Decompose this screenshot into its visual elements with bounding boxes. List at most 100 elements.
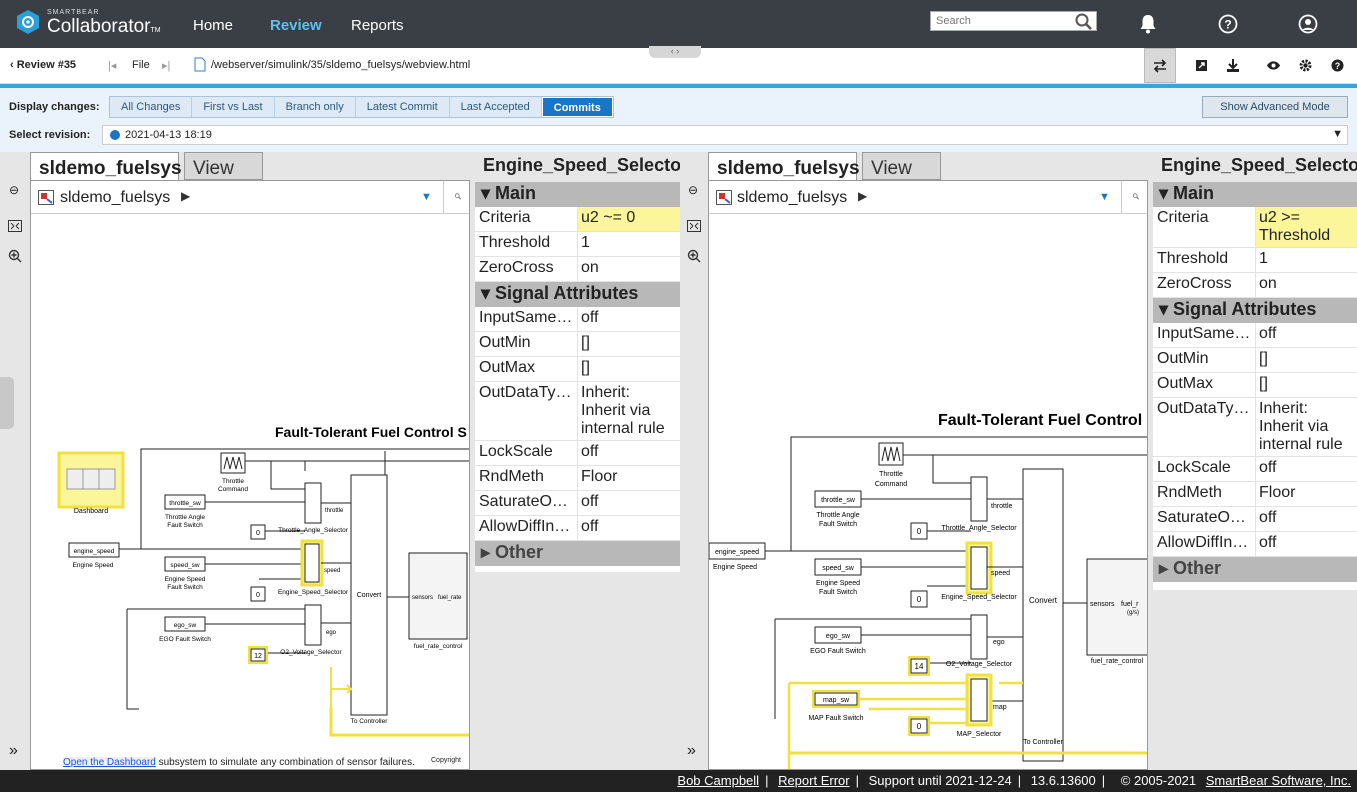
back-circle-icon[interactable]: ⊖	[9, 183, 20, 197]
tab-left-sldemo[interactable]: sldemo_fuelsys	[30, 152, 182, 180]
brand[interactable]: SMARTBEAR CollaboratorTM	[47, 9, 161, 36]
show-advanced-button[interactable]: Show Advanced Mode	[1202, 96, 1348, 118]
tab-right-view-all[interactable]: View All	[862, 152, 941, 201]
right-map-selector: MAP_Selector	[957, 731, 1002, 738]
revision-select[interactable]: 2021-04-13 18:19 ▼	[102, 125, 1348, 145]
right-back-circle-icon[interactable]: ⊖	[688, 183, 699, 197]
collapse-handle[interactable]: ‹ ›	[649, 46, 701, 58]
prop-value: off	[1255, 507, 1357, 531]
left-section-other[interactable]: ▸ Other	[475, 541, 680, 566]
file-path[interactable]: /webserver/simulink/35/sldemo_fuelsys/we…	[211, 59, 471, 71]
left-ego-sw: ego_sw	[174, 622, 197, 629]
crumb-dropdown-icon[interactable]: ▼	[421, 191, 432, 203]
nav-home[interactable]: Home	[193, 17, 234, 34]
fit-icon[interactable]	[8, 220, 22, 232]
prop-key: InputSame…	[1157, 325, 1251, 342]
svg-text:Fault Switch: Fault Switch	[167, 584, 203, 591]
right-fuel-rate-control: fuel_rate_control	[1091, 658, 1144, 665]
left-props-empty	[475, 572, 680, 770]
display-changes-label: Display changes:	[9, 101, 100, 113]
right-other-label: Other	[1173, 558, 1222, 578]
prop-value: []	[1255, 373, 1357, 397]
tab-right-sldemo[interactable]: sldemo_fuelsys	[708, 152, 860, 180]
swap-button[interactable]	[1144, 48, 1176, 83]
prop-row: OutMin[]	[1153, 348, 1357, 373]
footer-support: Support until 2021-12-24	[868, 773, 1012, 788]
prop-value: off	[577, 516, 680, 540]
right-section-main[interactable]: ▾ Main	[1153, 182, 1357, 207]
left-crumb-label[interactable]: sldemo_fuelsys	[60, 189, 171, 206]
eye-icon[interactable]	[1266, 60, 1281, 71]
right-to-controller: To Controller	[1023, 739, 1063, 746]
prop-value: on	[577, 257, 680, 281]
prop-value: u2 >= Threshold	[1255, 207, 1357, 247]
prop-value: Floor	[1255, 482, 1357, 506]
footer-company[interactable]: SmartBear Software, Inc.	[1205, 773, 1351, 788]
left-section-signal[interactable]: ▾ Signal Attributes	[475, 282, 680, 307]
last-file-icon[interactable]: ▸|	[162, 60, 171, 72]
revision-dot-icon	[110, 130, 120, 140]
left-dashboard-label: Dashboard	[74, 508, 108, 515]
left-collapse-handle[interactable]	[0, 377, 14, 429]
prop-key: AllowDiffIn…	[1157, 534, 1249, 551]
nav-review[interactable]: Review	[270, 17, 322, 34]
prop-value: off	[577, 491, 680, 515]
right-zero-3: 0	[917, 722, 922, 731]
left-engine-speed-block: engine_speed	[74, 548, 115, 555]
right-crumb-label[interactable]: sldemo_fuelsys	[737, 189, 848, 206]
right-crumb-dropdown-icon[interactable]: ▼	[1099, 191, 1110, 203]
right-section-signal[interactable]: ▾ Signal Attributes	[1153, 298, 1357, 323]
opt-first-vs-last[interactable]: First vs Last	[192, 97, 275, 117]
open-dashboard-link[interactable]: Open the Dashboard	[63, 757, 156, 768]
footer-report-error[interactable]: Report Error	[778, 773, 850, 788]
help-small-icon[interactable]: ?	[1331, 59, 1344, 72]
left-search-icon[interactable]	[443, 181, 470, 213]
prop-key: Criteria	[1157, 209, 1209, 226]
download-icon[interactable]	[1226, 59, 1240, 72]
file-label[interactable]: File	[132, 59, 150, 71]
zoom-in-icon[interactable]	[8, 249, 22, 263]
opt-latest-commit[interactable]: Latest Commit	[356, 97, 450, 117]
left-sensors-port: sensors	[412, 595, 433, 601]
left-speed-selector: Engine_Speed_Selector	[278, 589, 349, 596]
right-fit-icon[interactable]	[687, 220, 701, 232]
prop-row: OutDataTy…Inherit: Inherit via internal …	[475, 382, 680, 441]
footer-version: 13.6.13600	[1030, 773, 1096, 788]
first-file-icon[interactable]: |◂	[108, 60, 117, 72]
back-link[interactable]: ‹ Review #35	[10, 59, 77, 71]
footer-user[interactable]: Bob Campbell	[677, 773, 760, 788]
right-diagram-canvas[interactable]: sldemo_fuelsys ▶ ▼ Fault-Tolerant Fuel C…	[708, 180, 1148, 770]
prop-key: RndMeth	[479, 468, 544, 485]
user-icon[interactable]	[1298, 14, 1318, 34]
opt-last-accepted[interactable]: Last Accepted	[450, 97, 542, 117]
prop-value: u2 ~= 0	[577, 207, 680, 231]
search-icon[interactable]	[1075, 13, 1093, 31]
prop-value: Floor	[577, 466, 680, 490]
right-throttle-sw: throttle_sw	[821, 497, 856, 504]
tab-left-view-all[interactable]: View All	[184, 152, 263, 201]
right-zoom-in-icon[interactable]	[687, 249, 701, 263]
opt-all-changes[interactable]: All Changes	[110, 97, 193, 117]
left-zero-1: 0	[256, 530, 260, 537]
svg-text:Fault Switch: Fault Switch	[167, 522, 203, 529]
nav-reports[interactable]: Reports	[351, 17, 404, 34]
expand-icon[interactable]	[1195, 59, 1208, 72]
gear-icon[interactable]	[1299, 59, 1312, 72]
bell-icon[interactable]	[1139, 14, 1157, 34]
right-props-empty	[1153, 590, 1357, 770]
prop-value: Inherit: Inherit via internal rule	[1255, 398, 1357, 456]
right-expand-panel-icon[interactable]: »	[687, 742, 696, 759]
search-input[interactable]: Search	[930, 11, 1097, 31]
help-icon[interactable]: ?	[1218, 14, 1238, 34]
left-diagram-canvas[interactable]: sldemo_fuelsys ▶ ▼ Fault-Tolerant Fuel C…	[30, 180, 470, 770]
opt-commits[interactable]: Commits	[541, 97, 613, 117]
right-zero-2: 0	[917, 595, 922, 604]
opt-branch-only[interactable]: Branch only	[275, 97, 356, 117]
right-search-icon[interactable]	[1121, 181, 1148, 213]
right-section-other[interactable]: ▸ Other	[1153, 557, 1357, 582]
expand-panel-icon[interactable]: »	[9, 742, 18, 759]
left-section-main[interactable]: ▾ Main	[475, 182, 680, 207]
right-convert: Convert	[1029, 596, 1058, 605]
